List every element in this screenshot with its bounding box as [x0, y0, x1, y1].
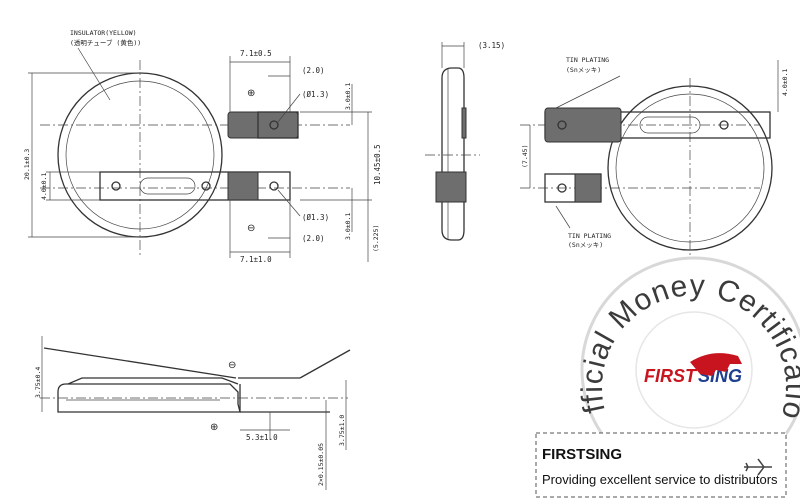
tin-leader-bottom [555, 205, 571, 229]
seal-inner-ring [635, 311, 753, 429]
top-tab-hole [269, 120, 279, 130]
dim-5225: (5.225) [372, 225, 380, 252]
banner-box [535, 432, 787, 498]
back-top-tab-hole [557, 120, 567, 130]
dim-375-left: 3.75±0.4 [34, 367, 42, 398]
back-top-tab [544, 107, 622, 143]
back-strip-hole [719, 120, 729, 130]
dim-745: (7.45) [521, 145, 529, 168]
bottom-strip-hole-mid [201, 181, 211, 191]
minus-symbol: ⊖ [247, 223, 255, 234]
dim-left-height: 4.0±0.1 [40, 173, 48, 200]
dim-diameter: 20.1±0.3 [23, 149, 31, 180]
tin-leader-top [555, 75, 621, 109]
dim-right-40: 4.0±0.1 [781, 69, 789, 96]
bottom-strip-hole-left [111, 181, 121, 191]
banner-title: FIRSTSING [542, 446, 622, 463]
tin-plating-top: TIN PLATING [566, 56, 609, 64]
side-terminal-top [461, 107, 467, 139]
hole-leader-bottom [277, 189, 301, 217]
tin-plating-bottom: TIN PLATING [568, 232, 611, 240]
back-bottom-tab-hole [557, 183, 567, 193]
dim-right-top: 3.0±0.1 [344, 83, 352, 110]
brand-logo-part1: FIRST [644, 366, 698, 386]
insulator-leader [77, 47, 111, 101]
airplane-icon [744, 458, 772, 476]
bottom-strip-slot [139, 177, 196, 195]
dim-right-bottom: 3.0±0.1 [344, 213, 352, 240]
dim-span: 10.45±0.5 [373, 144, 382, 185]
top-terminal-tab [227, 111, 299, 139]
side-body [441, 67, 465, 241]
top-terminal-tab-end [257, 111, 299, 139]
front-view: INSULATOR(YELLOW) (透明チューブ (黄色)) 7.1±0.5 … [23, 29, 382, 264]
side-terminal-tab [435, 171, 467, 203]
dim-top-width: 7.1±0.5 [240, 49, 272, 58]
dim-bottom-gap: (2.0) [302, 234, 325, 243]
dim-hole-bottom: (Ø1.3) [302, 213, 329, 222]
dim-015: 2×0.15±0.05 [317, 443, 325, 486]
profile-minus-symbol: ⊖ [228, 360, 236, 371]
hole-leader-top [277, 93, 301, 123]
profile-slope-right [299, 349, 351, 379]
side-view: (3.15) [425, 41, 505, 241]
profile-slope-left [43, 347, 237, 379]
plus-symbol: ⊕ [247, 88, 255, 99]
banner-subtitle: Providing excellent service to distribut… [542, 472, 778, 487]
dim-53: 5.3±1.0 [246, 433, 278, 442]
profile-plus-symbol: ⊕ [210, 422, 218, 433]
insulator-label: INSULATOR(YELLOW) [70, 29, 137, 37]
profile-body [57, 383, 241, 413]
brand-logo: FIRST SING [644, 353, 742, 386]
back-strip-slot [639, 116, 701, 134]
bottom-terminal-tab [227, 171, 259, 201]
back-view: TIN PLATING (Snメッキ) TIN PLATING (Snメッキ) … [520, 56, 789, 260]
back-bottom-tab [574, 173, 602, 203]
tin-plating-bottom-jp: (Snメッキ) [568, 241, 603, 249]
dim-top-gap: (2.0) [302, 66, 325, 75]
brand-animal-icon [690, 353, 742, 376]
profile-view: ⊖ ⊕ 3.75±0.4 5.3±1.0 2×0.15±0.05 3.75±1.… [34, 336, 351, 490]
dim-hole-top: (Ø1.3) [302, 90, 329, 99]
insulator-label-jp: (透明チューブ (黄色)) [70, 38, 141, 47]
dim-375-right: 3.75±1.0 [338, 415, 346, 446]
tin-plating-top-jp: (Snメッキ) [566, 66, 601, 74]
profile-top-edge [67, 377, 239, 385]
bottom-terminal-strip [99, 171, 291, 201]
dim-thickness: (3.15) [478, 41, 505, 50]
dim-bottom-width: 7.1±1.0 [240, 255, 272, 264]
bottom-tab-hole [269, 181, 279, 191]
distributor-banner: FIRSTSING Providing excellent service to… [535, 432, 787, 498]
